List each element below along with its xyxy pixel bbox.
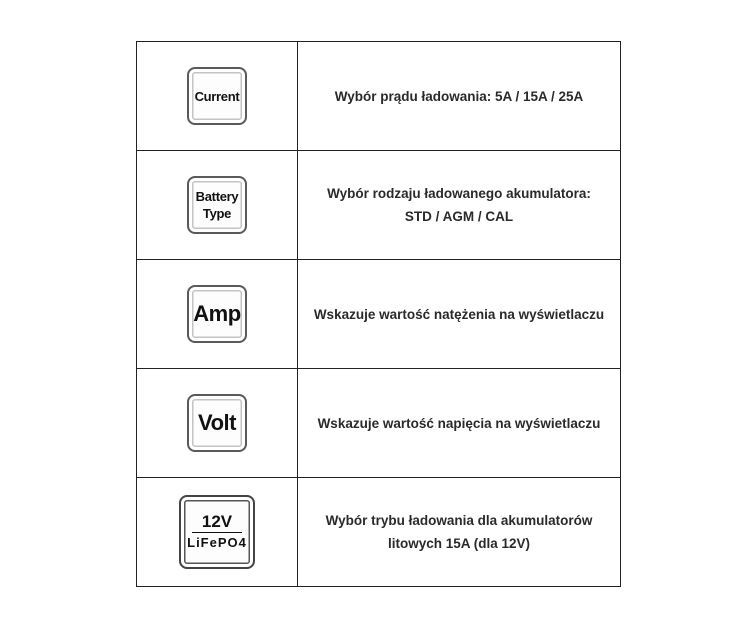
description-text: Wskazuje wartość natężenia na wyświetlac… [313,306,605,322]
icon-cell: Amp [136,259,298,369]
key-label: Current [194,88,240,104]
description-cell: Wybór rodzaju ładowanego akumulatora: ST… [297,150,621,260]
table-row: Battery Type Wybór rodzaju ładowanego ak… [136,150,621,260]
key-label: Volt [198,410,236,435]
description-text: Wybór rodzaju ładowanego akumulatora: [327,186,591,201]
icon-cell: 12V LiFePO4 [136,477,298,587]
key-label: Type [202,206,232,221]
volt-key-icon: Volt [187,394,247,452]
description-cell: Wybór prądu ładowania: 5A / 15A / 25A [297,41,621,151]
key-label: 12V [191,513,243,533]
icon-cell: Volt [136,368,298,478]
lifepo4-key-icon: 12V LiFePO4 [179,495,255,569]
description-text: STD / AGM / CAL [404,209,514,224]
amp-key-icon: Amp [187,285,247,343]
battery-type-key-icon: Battery Type [187,176,247,234]
description-text: Wybór prądu ładowania: 5A / 15A / 25A [334,88,584,104]
table-row: Amp Wskazuje wartość natężenia na wyświe… [136,259,621,369]
button-legend-table: Current Wybór prądu ładowania: 5A / 15A … [136,41,621,587]
key-label: LiFePO4 [187,535,247,550]
icon-cell: Battery Type [136,150,298,260]
description-cell: Wskazuje wartość napięcia na wyświetlacz… [297,368,621,478]
description-text: Wskazuje wartość napięcia na wyświetlacz… [317,415,601,431]
description-cell: Wskazuje wartość natężenia na wyświetlac… [297,259,621,369]
description-text: Wybór trybu ładowania dla akumulatorów [325,513,593,528]
table-row: Current Wybór prądu ładowania: 5A / 15A … [136,41,621,151]
description-cell: Wybór trybu ładowania dla akumulatorów l… [297,477,621,587]
table-row: 12V LiFePO4 Wybór trybu ładowania dla ak… [136,477,621,587]
icon-cell: Current [136,41,298,151]
key-label: Battery [195,189,239,204]
current-key-icon: Current [187,67,247,125]
key-label: Amp [193,301,241,326]
description-text: litowych 15A (dla 12V) [387,536,531,551]
table-row: Volt Wskazuje wartość napięcia na wyświe… [136,368,621,478]
